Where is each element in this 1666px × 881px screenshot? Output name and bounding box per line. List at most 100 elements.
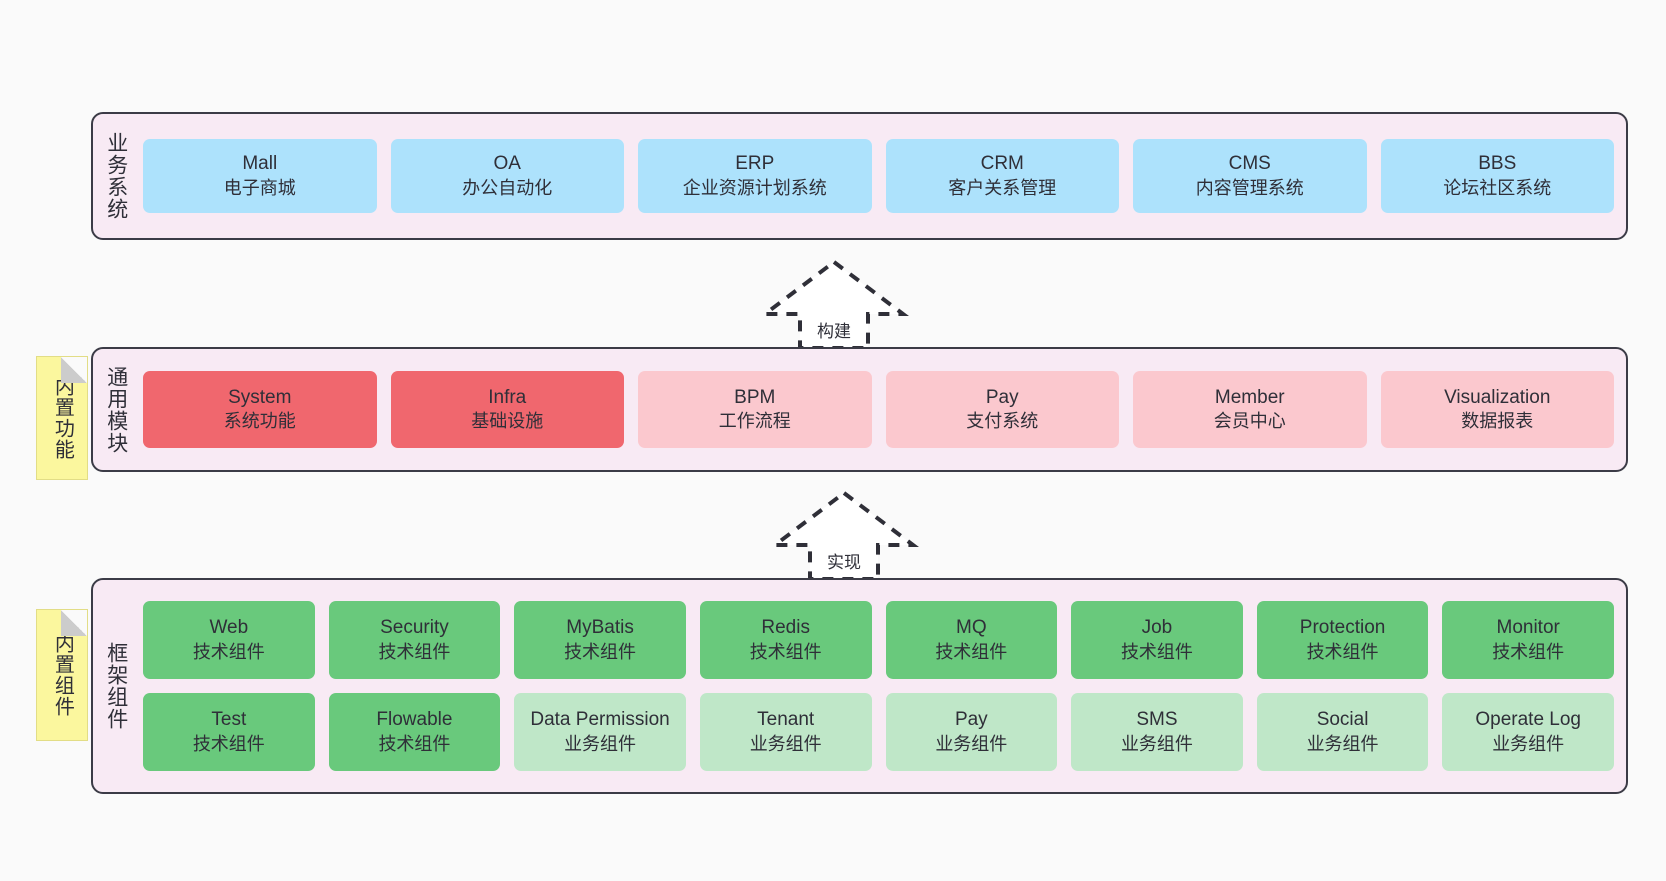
card-title: System — [228, 386, 292, 408]
card-title: Redis — [761, 617, 810, 639]
common-modules-label: 通用模块 — [104, 365, 128, 454]
card-title: Protection — [1299, 617, 1386, 639]
framework-card-pay[interactable]: Pay 业务组件 — [885, 693, 1058, 771]
card-title: SMS — [1136, 709, 1178, 731]
card-subtitle: 业务组件 — [564, 733, 637, 754]
card-title: Pay — [954, 709, 988, 731]
business-card-oa[interactable]: OA 办公自动化 — [390, 139, 624, 213]
sticky-note-builtin-components: 内置组件 — [36, 609, 88, 741]
card-subtitle: 数据报表 — [1461, 411, 1534, 432]
framework-card-redis[interactable]: Redis 技术组件 — [699, 601, 872, 679]
framework-components-cards: Web 技术组件 Security 技术组件 MyBatis 技术组件 Redi… — [139, 580, 1626, 792]
card-title: Pay — [985, 386, 1019, 408]
card-subtitle: 业务组件 — [1120, 733, 1193, 754]
module-card-infra[interactable]: Infra 基础设施 — [390, 371, 624, 448]
card-subtitle: 技术组件 — [1306, 641, 1379, 662]
card-subtitle: 技术组件 — [1492, 641, 1565, 662]
business-card-erp[interactable]: ERP 企业资源计划系统 — [638, 139, 872, 213]
framework-card-job[interactable]: Job 技术组件 — [1071, 601, 1243, 679]
card-subtitle: 业务组件 — [935, 733, 1008, 754]
framework-row-business: Test 技术组件 Flowable 技术组件 Data Permission … — [143, 693, 1614, 771]
card-subtitle: 业务组件 — [1492, 733, 1565, 754]
up-arrow-icon — [769, 490, 919, 581]
framework-card-social[interactable]: Social 业务组件 — [1256, 693, 1429, 771]
business-card-mall[interactable]: Mall 电子商城 — [143, 139, 377, 213]
card-subtitle: 企业资源计划系统 — [682, 177, 827, 198]
card-title: Visualization — [1444, 386, 1551, 408]
common-modules-section: 通用模块 System 系统功能 Infra 基础设施 BPM 工作流程 Pay… — [91, 347, 1628, 472]
card-title: Job — [1141, 617, 1173, 639]
framework-card-monitor[interactable]: Monitor 技术组件 — [1442, 601, 1614, 679]
framework-card-mybatis[interactable]: MyBatis 技术组件 — [514, 601, 686, 679]
up-arrow-icon — [759, 259, 909, 350]
card-title: Infra — [488, 386, 527, 408]
card-subtitle: 技术组件 — [192, 641, 265, 662]
sticky-note-builtin-features: 内置功能 — [36, 356, 88, 480]
framework-card-mq[interactable]: MQ 技术组件 — [885, 601, 1058, 679]
card-subtitle: 系统功能 — [223, 411, 296, 432]
module-card-pay[interactable]: Pay 支付系统 — [885, 371, 1119, 448]
card-title: CRM — [980, 153, 1024, 175]
sticky-note-label: 内置功能 — [51, 376, 74, 460]
card-subtitle: 支付系统 — [966, 411, 1039, 432]
card-title: Tenant — [757, 709, 815, 731]
card-subtitle: 工作流程 — [718, 411, 791, 432]
build-arrow: 构建 — [759, 256, 909, 352]
card-subtitle: 业务组件 — [1306, 733, 1379, 754]
card-title: Data Permission — [530, 709, 670, 731]
business-systems-label: 业务系统 — [104, 132, 128, 220]
module-card-system[interactable]: System 系统功能 — [143, 371, 377, 448]
card-title: BBS — [1478, 153, 1517, 175]
implement-arrow: 实现 — [769, 487, 919, 583]
card-subtitle: 技术组件 — [1120, 641, 1193, 662]
card-subtitle: 基础设施 — [471, 411, 544, 432]
card-subtitle: 客户关系管理 — [948, 177, 1057, 198]
card-subtitle: 技术组件 — [749, 641, 822, 662]
common-modules-cards: System 系统功能 Infra 基础设施 BPM 工作流程 Pay 支付系统… — [139, 349, 1626, 470]
card-title: Member — [1214, 386, 1285, 408]
card-subtitle: 会员中心 — [1213, 411, 1286, 432]
card-subtitle: 技术组件 — [564, 641, 637, 662]
framework-card-protection[interactable]: Protection 技术组件 — [1256, 601, 1429, 679]
card-title: Social — [1316, 709, 1369, 731]
card-title: Flowable — [376, 709, 453, 731]
framework-components-label: 框架组件 — [104, 642, 128, 730]
framework-card-flowable[interactable]: Flowable 技术组件 — [328, 693, 501, 771]
card-title: Monitor — [1496, 617, 1560, 639]
card-title: Mall — [242, 153, 278, 175]
module-card-member[interactable]: Member 会员中心 — [1133, 371, 1367, 448]
card-title: Security — [380, 617, 449, 639]
framework-card-web[interactable]: Web 技术组件 — [143, 601, 315, 679]
framework-card-test[interactable]: Test 技术组件 — [143, 693, 315, 771]
card-subtitle: 技术组件 — [378, 641, 451, 662]
card-subtitle: 论坛社区系统 — [1443, 177, 1552, 198]
card-title: OA — [493, 153, 521, 175]
framework-card-security[interactable]: Security 技术组件 — [328, 601, 501, 679]
card-subtitle: 内容管理系统 — [1195, 177, 1304, 198]
card-subtitle: 技术组件 — [378, 733, 451, 754]
framework-card-tenant[interactable]: Tenant 业务组件 — [699, 693, 872, 771]
framework-components-section: 框架组件 Web 技术组件 Security 技术组件 MyBatis 技术组件… — [91, 578, 1628, 794]
card-title: CMS — [1228, 153, 1271, 175]
framework-row-tech: Web 技术组件 Security 技术组件 MyBatis 技术组件 Redi… — [143, 601, 1614, 679]
card-subtitle: 电子商城 — [223, 177, 296, 198]
framework-card-operate-log[interactable]: Operate Log 业务组件 — [1442, 693, 1614, 771]
business-systems-section: 业务系统 Mall 电子商城 OA 办公自动化 ERP 企业资源计划系统 CRM… — [91, 112, 1628, 240]
business-card-bbs[interactable]: BBS 论坛社区系统 — [1380, 139, 1614, 213]
card-subtitle: 技术组件 — [192, 733, 265, 754]
module-card-bpm[interactable]: BPM 工作流程 — [638, 371, 872, 448]
card-title: Web — [209, 617, 249, 639]
card-title: Operate Log — [1475, 709, 1581, 731]
card-title: BPM — [734, 386, 776, 408]
framework-card-sms[interactable]: SMS 业务组件 — [1071, 693, 1243, 771]
business-card-crm[interactable]: CRM 客户关系管理 — [885, 139, 1119, 213]
module-card-visualization[interactable]: Visualization 数据报表 — [1380, 371, 1614, 448]
card-title: ERP — [735, 153, 775, 175]
card-subtitle: 业务组件 — [749, 733, 822, 754]
card-subtitle: 办公自动化 — [462, 177, 553, 198]
business-card-cms[interactable]: CMS 内容管理系统 — [1133, 139, 1367, 213]
card-subtitle: 技术组件 — [935, 641, 1008, 662]
framework-card-data-permission[interactable]: Data Permission 业务组件 — [514, 693, 686, 771]
sticky-note-label: 内置组件 — [51, 633, 74, 717]
